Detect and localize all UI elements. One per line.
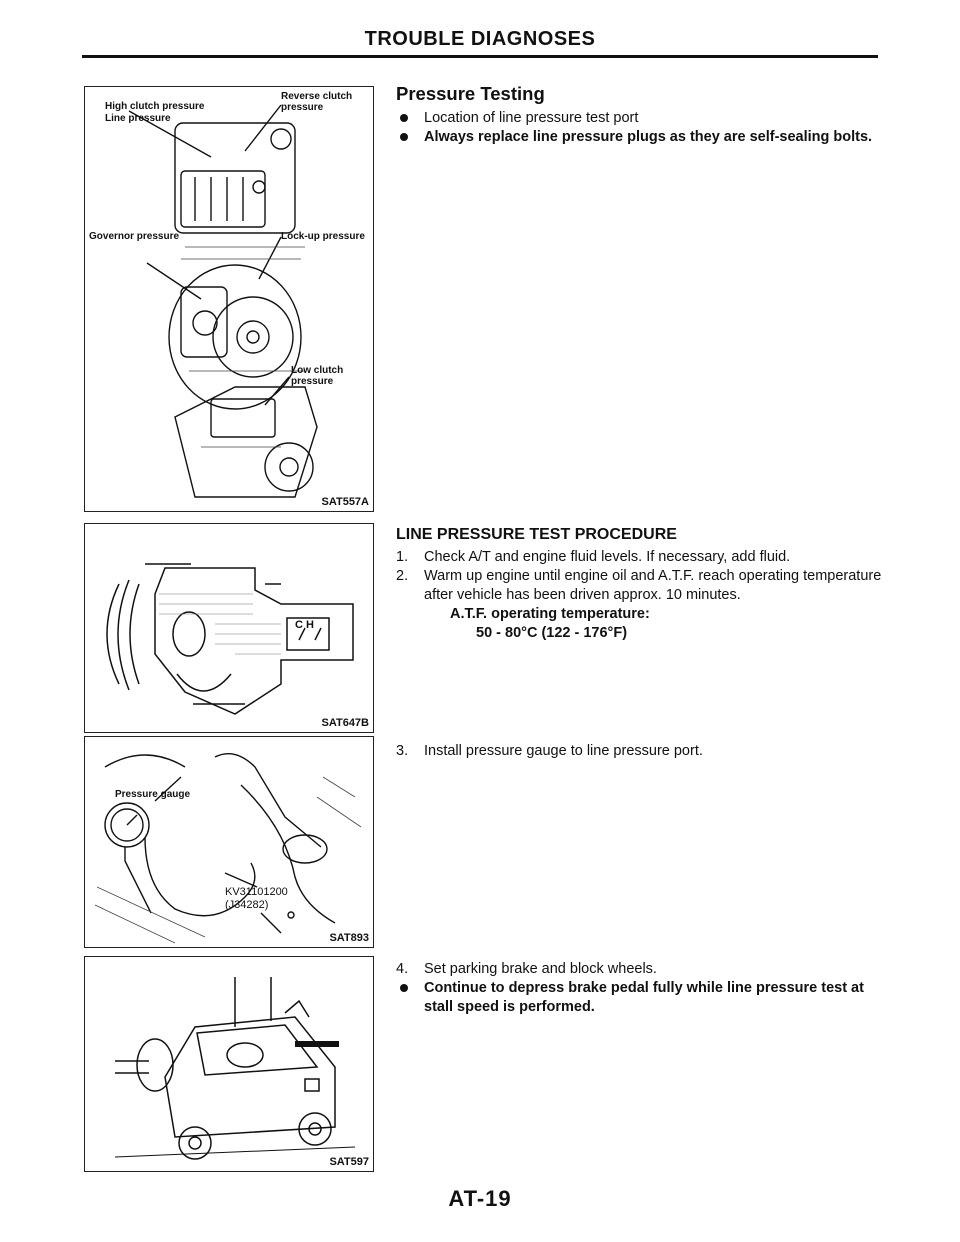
label-high-clutch: High clutch pressure	[105, 101, 205, 112]
step-1: 1. Check A/T and engine fluid levels. If…	[396, 548, 886, 567]
label-tool-number: KV31101200	[225, 886, 288, 898]
label-lockup: Lock-up pressure	[281, 231, 365, 242]
step-number: 3.	[396, 743, 409, 759]
step-4: 4. Set parking brake and block wheels.	[396, 960, 886, 979]
page-number: AT-19	[448, 1186, 512, 1211]
atf-temperature-value: 50 - 80°C (122 - 176°F)	[476, 625, 628, 641]
figure-fluid-warmup: C H SAT647B	[84, 523, 374, 733]
bullet-text: Location of line pressure test port	[424, 110, 639, 126]
label-governor: Governor pressure	[89, 231, 180, 242]
bullet-text: Always replace line pressure plugs as th…	[424, 129, 873, 145]
figure-pressure-gauge: Pressure gauge KV31101200 (J34282) SAT89…	[84, 736, 374, 948]
transaxle-illustration	[128, 104, 318, 498]
figure-code: SAT557A	[321, 496, 369, 508]
figure-code: SAT597	[329, 1156, 369, 1168]
section-step-4: 4. Set parking brake and block wheels. C…	[396, 960, 886, 1017]
label-reverse-clutch: Reverse clutch	[281, 91, 353, 102]
pressure-gauge-illustration	[94, 753, 362, 944]
label-line-pressure: Line pressure	[105, 113, 171, 124]
bullet-icon	[400, 114, 408, 122]
section-title: LINE PRESSURE TEST PROCEDURE	[396, 526, 677, 543]
atf-temperature-label: A.T.F. operating temperature:	[450, 606, 650, 622]
parking-brake-illustration	[114, 977, 356, 1160]
section-title: Pressure Testing	[396, 83, 545, 104]
step-number: 2.	[396, 568, 409, 584]
section-step-3: 3. Install pressure gauge to line pressu…	[396, 742, 886, 761]
bullet-text: Continue to depress brake pedal fully wh…	[424, 980, 864, 1015]
bullet-item: Continue to depress brake pedal fully wh…	[396, 979, 886, 1017]
header-rule	[82, 55, 878, 58]
warmup-illustration	[106, 563, 354, 715]
figure-code: SAT893	[329, 932, 369, 944]
gauge-text: C H	[295, 619, 314, 631]
step-number: 4.	[396, 961, 409, 977]
step-3: 3. Install pressure gauge to line pressu…	[396, 742, 886, 761]
section-pressure-testing: Pressure Testing Location of line pressu…	[396, 84, 886, 147]
step-text: Set parking brake and block wheels.	[424, 961, 657, 977]
bullet-icon	[400, 133, 408, 141]
step-text: Check A/T and engine fluid levels. If ne…	[424, 549, 791, 565]
step-2: 2. Warm up engine until engine oil and A…	[396, 567, 886, 605]
bullet-item: Always replace line pressure plugs as th…	[396, 128, 886, 147]
figure-transaxle-ports: High clutch pressure Line pressure Rever…	[84, 86, 374, 512]
label-reverse-clutch-2: pressure	[281, 102, 324, 113]
section-line-pressure-procedure: LINE PRESSURE TEST PROCEDURE 1. Check A/…	[396, 525, 886, 643]
figure-parking-brake: SAT597	[84, 956, 374, 1172]
label-tool-number-2: (J34282)	[225, 899, 269, 911]
step-text: Install pressure gauge to line pressure …	[424, 743, 703, 759]
bullet-item: Location of line pressure test port	[396, 109, 886, 128]
label-low-clutch: Low clutch	[291, 365, 344, 376]
step-text: Warm up engine until engine oil and A.T.…	[424, 568, 882, 603]
label-low-clutch-2: pressure	[291, 376, 334, 387]
step-number: 1.	[396, 549, 409, 565]
label-pressure-gauge: Pressure gauge	[115, 789, 191, 800]
page-header: TROUBLE DIAGNOSES	[364, 28, 596, 50]
bullet-icon	[400, 984, 408, 992]
figure-code: SAT647B	[321, 717, 369, 729]
